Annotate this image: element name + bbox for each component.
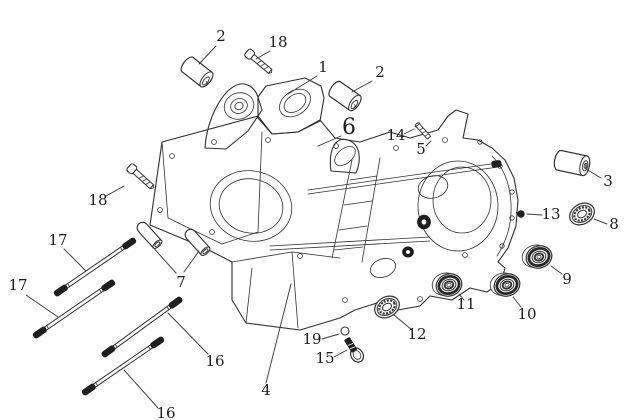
callout-5: 5 xyxy=(416,140,426,158)
callout-6: 6 xyxy=(342,115,356,140)
callout-13: 13 xyxy=(541,205,560,223)
pin-part14 xyxy=(414,121,432,140)
callout-18-left: 18 xyxy=(88,191,107,209)
callout-11: 11 xyxy=(456,295,475,313)
callout-19: 19 xyxy=(302,330,321,348)
callout-7: 7 xyxy=(176,273,186,291)
callout-17-upper: 17 xyxy=(48,231,67,249)
nut-part13 xyxy=(515,210,525,218)
callout-16-upper: 16 xyxy=(205,352,224,370)
callout-18-top: 18 xyxy=(268,33,287,51)
callout-labels: 2 18 1 2 6 14 5 3 18 13 8 17 17 7 9 11 1… xyxy=(8,27,618,420)
callout-1: 1 xyxy=(318,58,328,76)
dowel-part7-left xyxy=(134,219,164,251)
callout-16-lower: 16 xyxy=(156,404,175,420)
stud-part16-lower xyxy=(80,335,166,397)
bolt-part18-top xyxy=(243,47,276,77)
callout-15: 15 xyxy=(315,349,334,367)
cylinder-spigot xyxy=(279,88,311,118)
bushing-part2-left xyxy=(178,54,216,90)
bolt-part15 xyxy=(344,337,365,363)
dowel-part7-right xyxy=(182,226,212,258)
bolt-part18-left xyxy=(125,162,157,193)
crankcase-assembly xyxy=(149,77,519,331)
crank-chamber xyxy=(209,170,293,242)
callout-10: 10 xyxy=(517,305,536,323)
callout-9: 9 xyxy=(562,270,572,288)
bearing-part9 xyxy=(517,239,557,274)
seal-part12 xyxy=(369,290,405,324)
stud-part16-upper xyxy=(100,295,184,359)
callout-14: 14 xyxy=(386,126,405,144)
seal-part8 xyxy=(564,197,600,231)
ball-part19 xyxy=(340,326,350,336)
callout-2-right: 2 xyxy=(375,63,385,81)
bearing-part10 xyxy=(485,267,525,302)
callout-leader-lines xyxy=(25,45,608,409)
callout-17-lower: 17 xyxy=(8,276,27,294)
callout-2-top: 2 xyxy=(216,27,226,45)
stud-part17-lower xyxy=(31,278,117,340)
callout-8: 8 xyxy=(609,215,619,233)
plug-part3 xyxy=(552,148,592,178)
bushing-part2-right xyxy=(325,78,365,114)
callout-12: 12 xyxy=(407,325,426,343)
callout-3: 3 xyxy=(603,172,613,190)
callout-4: 4 xyxy=(261,381,271,399)
mount-eye xyxy=(223,92,255,120)
